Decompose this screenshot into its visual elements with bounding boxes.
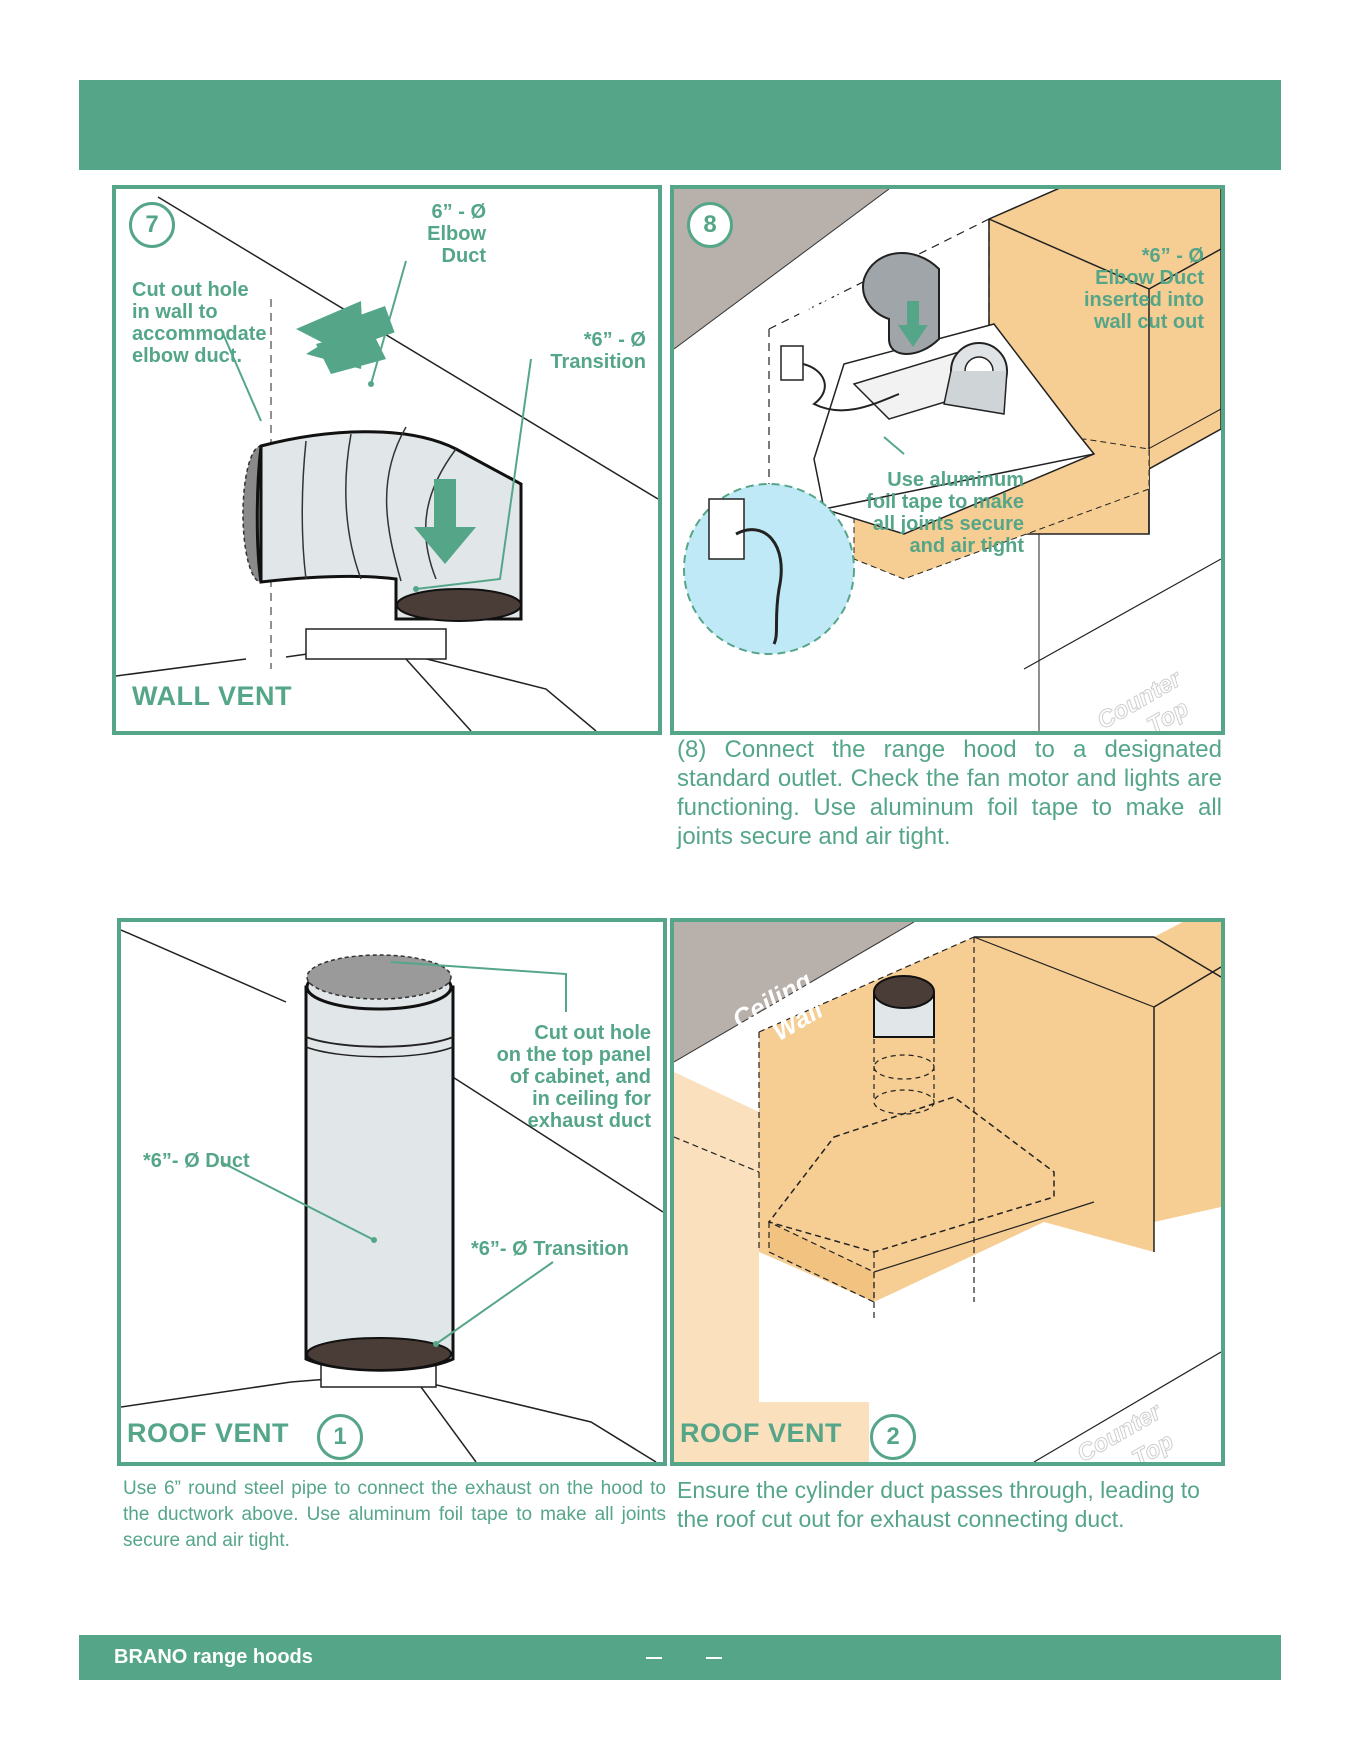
footer-dash-left	[646, 1657, 662, 1659]
roof-vent-1-title: ROOF VENT	[127, 1418, 290, 1448]
header-band	[79, 80, 1281, 170]
footer-brand: BRANO range hoods	[114, 1646, 313, 1668]
step-number-8: 8	[687, 202, 733, 248]
footer-band: BRANO range hoods	[79, 1635, 1281, 1680]
roof-vent-number-1: 1	[317, 1414, 363, 1460]
wall-vent-title: WALL VENT	[132, 681, 293, 711]
connect-illustration	[674, 189, 1221, 731]
footer-dash-right	[706, 1657, 722, 1659]
roof-transition-label: *6”- Ø Transition	[471, 1238, 629, 1260]
wall-vent-illustration	[116, 196, 658, 731]
roof-vent-1-caption: Use 6” round steel pipe to connect the e…	[123, 1478, 666, 1551]
step-8-caption: (8) Connect the range hood to a designat…	[677, 736, 1222, 850]
panel-roof-vent-2: Ceiling Wall Counter Top ROOF VENT 2	[670, 918, 1225, 1466]
roof-vent-2-caption: Ensure the cylinder duct passes through,…	[677, 1477, 1200, 1532]
step-number-7: 7	[129, 202, 175, 248]
roof-vent-number-2: 2	[870, 1414, 916, 1460]
roof-vent-2-illustration	[674, 922, 1221, 1462]
roof-vent-1-illustration	[121, 929, 663, 1462]
roof-vent-2-title: ROOF VENT	[680, 1418, 843, 1448]
roof-duct-label: *6”- Ø Duct	[143, 1150, 250, 1172]
